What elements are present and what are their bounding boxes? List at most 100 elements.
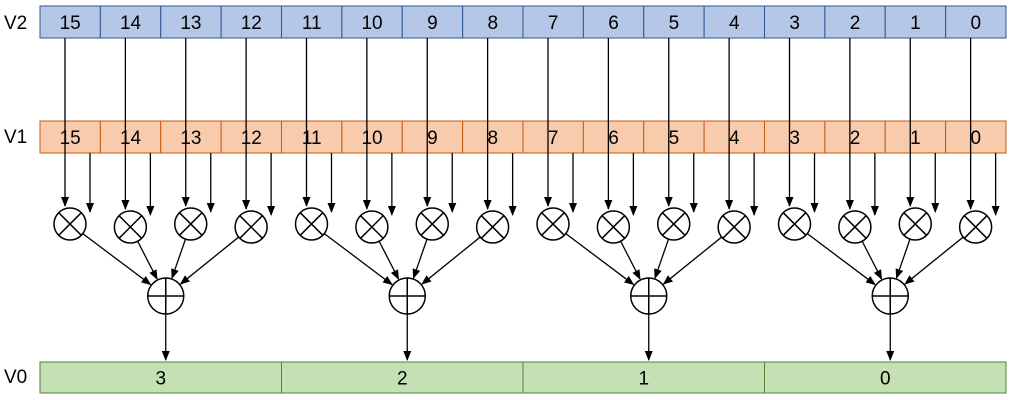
multiply-to-add-arrow: [179, 236, 240, 285]
v2-cell: [39, 5, 101, 39]
v2-cell-label: 11: [302, 13, 322, 34]
multiply-circle-icon: [475, 210, 510, 244]
multiply-circle-icon: [53, 207, 87, 241]
multiply-circle-icon: [536, 207, 570, 241]
multiply-to-add-arrow: [323, 233, 393, 286]
multiply-circle-icon: [958, 210, 993, 244]
v1-cell: [220, 120, 282, 154]
v1-row-label: V1: [4, 127, 27, 148]
multiply-circle-icon: [294, 207, 329, 241]
v1-cell-label: 1: [910, 128, 921, 149]
v1-cell: [884, 120, 947, 154]
multiply-circle-icon: [717, 210, 751, 244]
v2-cell: [401, 5, 464, 39]
v1-cell-label: 8: [488, 128, 499, 149]
v2-cell: [703, 5, 765, 39]
multiply-circle-icon: [838, 210, 872, 244]
v0-cell-label: 3: [155, 369, 166, 390]
multiply-circle-icon: [777, 207, 812, 241]
multiply-circle-icon: [174, 207, 208, 241]
v1-cell-label: 13: [180, 128, 201, 149]
v2-cell-label: 9: [427, 13, 438, 34]
v2-cell: [522, 5, 584, 39]
v0-cell-label: 1: [638, 369, 649, 390]
v1-cell: [703, 120, 765, 154]
multiply-operators: [53, 207, 993, 244]
v0-cell: [281, 361, 524, 394]
v1-cell-label: 7: [548, 128, 559, 149]
v1-cell-label: 9: [427, 128, 438, 149]
v2-cell-label: 14: [120, 13, 142, 34]
multiply-to-add-arrow: [137, 240, 158, 280]
v2-cell: [945, 5, 1007, 39]
v2-cell: [764, 5, 826, 39]
v2-row-label: V2: [4, 13, 27, 34]
v2-cell-label: 3: [789, 13, 800, 34]
v2-cell: [160, 5, 222, 39]
v2-cell-label: 1: [910, 13, 921, 34]
v0-cell-label: 0: [880, 369, 891, 390]
v1-cell: [401, 120, 464, 154]
v2-cell: [582, 5, 645, 39]
multiply-to-add-arrow: [806, 233, 876, 286]
v0-vector-row: 3 2 1 0: [39, 361, 1007, 394]
v1-cell-label: 12: [241, 128, 262, 149]
multiply-to-add-arrow: [378, 240, 400, 280]
plus-circle-icon: [388, 277, 426, 315]
multiply-to-add-arrow: [171, 238, 187, 279]
multiply-to-add-arrow: [861, 240, 883, 280]
v1-cell-label: 5: [669, 128, 680, 149]
plus-circle-icon: [630, 277, 668, 315]
v2-cell-label: 15: [60, 13, 81, 34]
multiply-circle-icon: [355, 210, 389, 244]
plus-circle-icon: [871, 277, 909, 315]
v0-cell: [764, 361, 1007, 394]
v1-cell-label: 6: [608, 128, 619, 149]
v0-cell: [522, 361, 765, 394]
v2-cell-label: 0: [971, 13, 982, 34]
v1-cell: [764, 120, 826, 154]
multiply-to-add-arrow: [565, 233, 635, 286]
multiply-circle-icon: [415, 207, 449, 241]
v2-cell-label: 2: [850, 13, 861, 34]
v0-cell-label: 2: [397, 369, 408, 390]
v2-cell-label: 12: [241, 13, 262, 34]
v2-cell: [281, 5, 343, 39]
v2-cell-label: 13: [180, 13, 201, 34]
v2-cell: [462, 5, 524, 39]
v1-cell-label: 3: [789, 128, 800, 149]
v0-row-label: V0: [4, 367, 27, 388]
multiply-to-add-arrow: [895, 238, 911, 279]
v1-cell-label: 10: [361, 128, 382, 149]
v1-cell: [643, 120, 705, 154]
v2-cell-label: 8: [488, 13, 499, 34]
v2-cell-label: 5: [669, 13, 680, 34]
multiply-to-add-arrow: [412, 238, 428, 279]
v1-cell-label: 11: [302, 128, 322, 149]
v1-cell: [341, 120, 403, 154]
v1-cell: [522, 120, 584, 154]
multiply-circle-icon: [657, 207, 691, 241]
v2-cell-label: 7: [548, 13, 559, 34]
v1-cell-label: 15: [60, 128, 81, 149]
v1-cell-label: 14: [120, 128, 142, 149]
multiply-circle-icon: [113, 210, 148, 244]
v1-cell-label: 4: [729, 128, 740, 149]
v1-cell: [945, 120, 1007, 154]
multiply-to-add-arrow: [620, 240, 641, 280]
add-operators: [147, 277, 909, 315]
multiply-to-add-arrow: [904, 236, 964, 285]
plus-circle-icon: [147, 277, 185, 315]
v1-cell: [99, 120, 162, 154]
multiply-circle-icon: [898, 207, 932, 241]
multiply-to-add-arrow: [654, 238, 670, 279]
v2-cell-label: 4: [729, 13, 740, 34]
v2-cell-label: 6: [608, 13, 619, 34]
multiply-to-add-arrow: [421, 236, 481, 285]
multiply-circle-icon: [596, 210, 631, 244]
connection-arrows: [61, 38, 1000, 361]
v2-cell-label: 10: [361, 13, 382, 34]
